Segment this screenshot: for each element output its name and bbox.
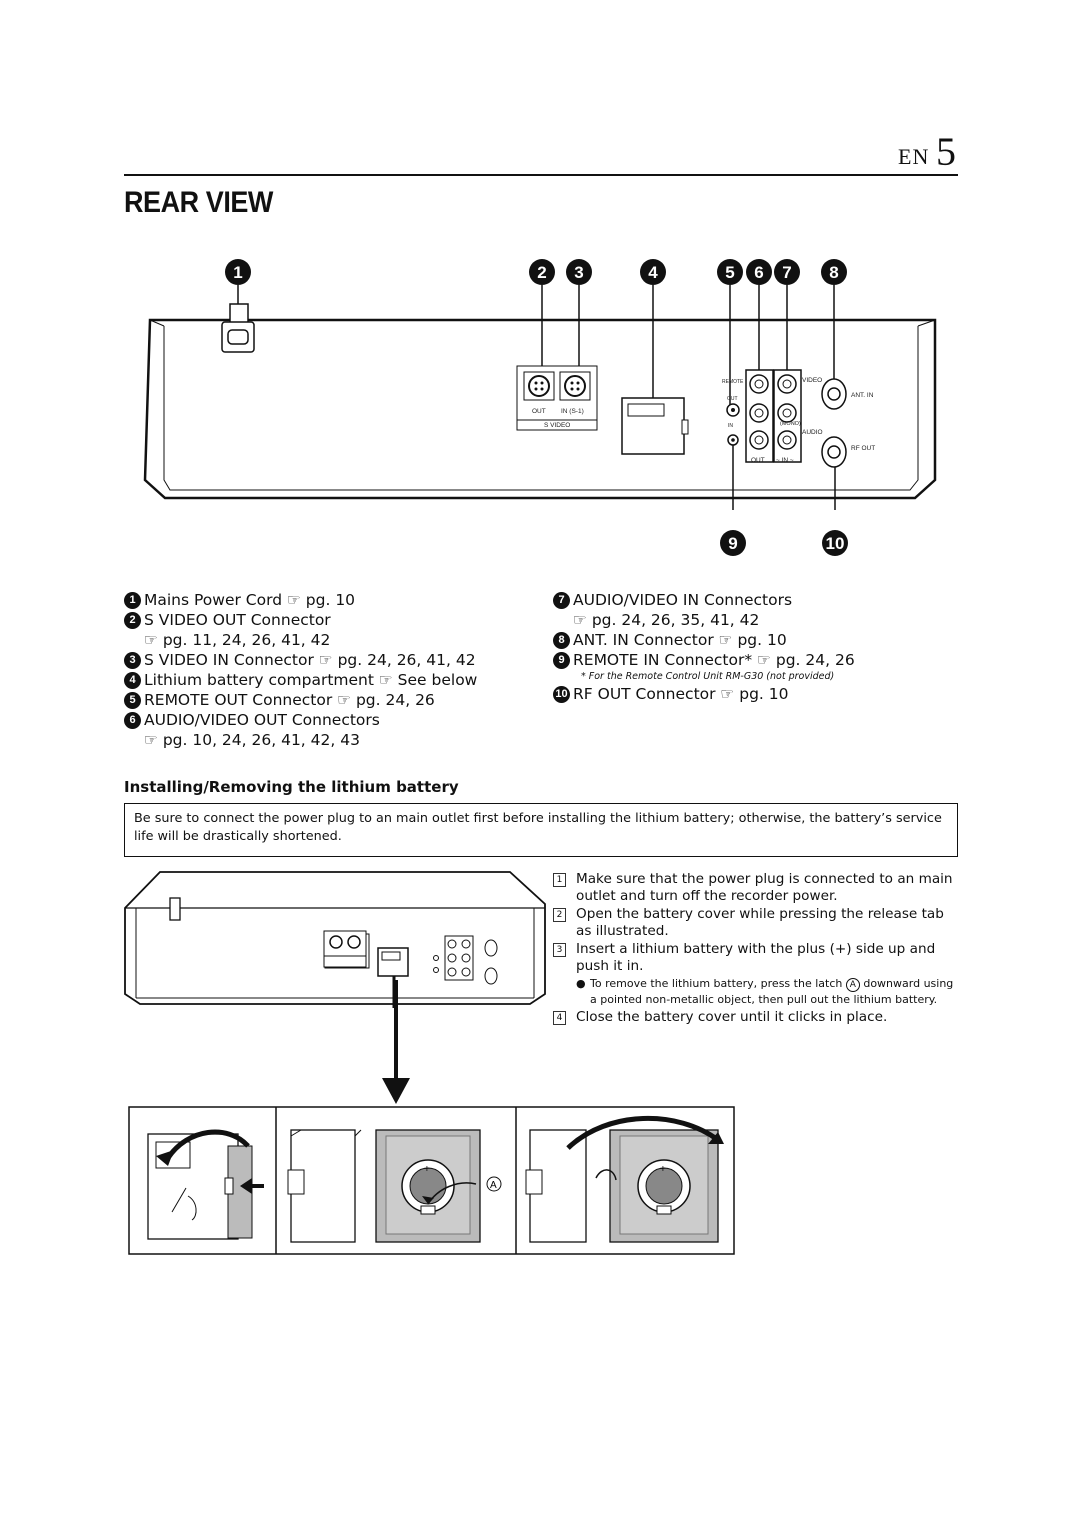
step-item: 1 Make sure that the power plug is connec…	[553, 871, 958, 905]
step-note: ● To remove the lithium battery, press t…	[553, 976, 958, 1007]
page-title: REAR VIEW	[124, 186, 273, 219]
label-rf-out: RF OUT	[851, 445, 876, 452]
label-remote-in: IN	[728, 423, 733, 429]
legend-text: ☞ pg. 10, 24, 26, 41, 42, 43	[144, 731, 360, 749]
legend-text: REMOTE OUT Connector ☞ pg. 24, 26	[144, 691, 435, 709]
legend-num: 7	[553, 591, 570, 609]
step-number: 1	[553, 873, 566, 887]
svg-text:+: +	[660, 1164, 666, 1175]
callout-2: 2	[529, 259, 555, 285]
label-av-in: ~ IN ~	[776, 457, 794, 464]
down-arrow-icon	[382, 980, 410, 1104]
legend-text: S VIDEO OUT Connector	[144, 611, 331, 629]
label-video: VIDEO	[802, 377, 823, 384]
note-text-before: To remove the lithium battery, press the…	[590, 977, 843, 990]
header-rule	[124, 174, 958, 176]
step-number: 4	[553, 1011, 566, 1025]
callout-9: 9	[720, 530, 746, 556]
callout-10: 10	[822, 530, 848, 556]
legend-num: 1	[124, 591, 141, 609]
legend-num: 4	[124, 671, 141, 689]
step-item: 3 Insert a lithium battery with the plus …	[553, 941, 958, 975]
callout-5: 5	[717, 259, 743, 285]
page-language-code: EN	[898, 144, 930, 169]
figure-plus-label: +	[424, 1164, 430, 1175]
legend-item: ☞ pg. 10, 24, 26, 41, 42, 43	[124, 730, 477, 750]
page-number: 5	[936, 129, 956, 174]
step-item: 2 Open the battery cover while pressing t…	[553, 906, 958, 940]
callout-8: 8	[821, 259, 847, 285]
legend-text: Mains Power Cord ☞ pg. 10	[144, 591, 356, 609]
section-heading: Installing/Removing the lithium battery	[124, 778, 459, 796]
label-ant-in: ANT. IN	[851, 392, 874, 399]
legend-text: AUDIO/VIDEO IN Connectors	[573, 591, 793, 609]
label-s-video-in: IN (S-1)	[561, 408, 584, 415]
label-remote: REMOTE	[722, 379, 744, 385]
warning-box: Be sure to connect the power plug to an …	[124, 803, 958, 857]
label-av-out: OUT	[751, 457, 765, 464]
legend-num: 5	[124, 691, 141, 709]
legend-num: 6	[124, 711, 141, 729]
label-audio: AUDIO	[802, 429, 823, 436]
legend-text: AUDIO/VIDEO OUT Connectors	[144, 711, 380, 729]
legend-text: RF OUT Connector ☞ pg. 10	[573, 685, 789, 703]
callout-4: 4	[640, 259, 666, 285]
legend-text: S VIDEO IN Connector ☞ pg. 24, 26, 41, 4…	[144, 651, 476, 669]
step-number: 3	[553, 943, 566, 957]
label-s-video-out: OUT	[532, 408, 546, 415]
bullet-icon: ●	[576, 977, 586, 990]
legend-num: 2	[124, 611, 141, 629]
step-item: 4 Close the battery cover until it clicks…	[553, 1009, 958, 1026]
legend-num: 10	[553, 685, 570, 703]
label-s-video: S VIDEO	[544, 422, 571, 429]
mini-s-video-block	[323, 930, 367, 968]
callout-7: 7	[774, 259, 800, 285]
step-number: 2	[553, 908, 566, 922]
figure-latch-label: A	[490, 1180, 497, 1191]
legend-text: REMOTE IN Connector* ☞ pg. 24, 26	[573, 651, 855, 669]
callout-1: 1	[225, 259, 251, 285]
legend-num: 8	[553, 631, 570, 649]
callout-3: 3	[566, 259, 592, 285]
rear-panel-illustration	[143, 285, 937, 510]
step-text: Make sure that the power plug is connect…	[576, 871, 953, 904]
legend-num: 9	[553, 651, 570, 669]
callout-6: 6	[746, 259, 772, 285]
steps-list: 1 Make sure that the power plug is connec…	[553, 871, 958, 1027]
label-mono: (MONO)	[780, 421, 801, 427]
legend-text: ANT. IN Connector ☞ pg. 10	[573, 631, 787, 649]
legend-item: ☞ pg. 11, 24, 26, 41, 42	[124, 630, 477, 650]
latch-marker: A	[845, 978, 860, 992]
legend-text: Lithium battery compartment ☞ See below	[144, 671, 478, 689]
note-text-after: downward using a pointed non-metallic ob…	[590, 977, 954, 1006]
step-text: Open the battery cover while pressing th…	[576, 906, 944, 939]
legend-text: ☞ pg. 11, 24, 26, 41, 42	[144, 631, 331, 649]
legend-footnote: * For the Remote Control Unit RM-G30 (no…	[581, 671, 835, 682]
legend-text: ☞ pg. 24, 26, 35, 41, 42	[573, 611, 760, 629]
label-remote-out: OUT	[727, 396, 738, 402]
step-text: Close the battery cover until it clicks …	[576, 1009, 888, 1025]
legend-num: 3	[124, 651, 141, 669]
legend-item: ☞ pg. 24, 26, 35, 41, 42	[553, 610, 855, 630]
step-text: Insert a lithium battery with the plus (…	[576, 941, 936, 974]
battery-procedure-illustration: A + +	[128, 1106, 735, 1255]
